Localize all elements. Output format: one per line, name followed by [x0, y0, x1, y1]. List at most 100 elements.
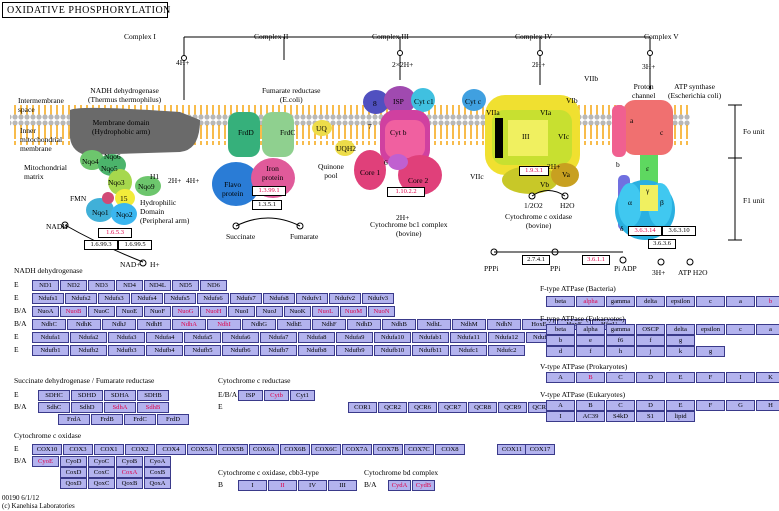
gene-box[interactable]: OSCP [636, 324, 665, 335]
gene-box[interactable]: Ndufb8 [298, 345, 335, 356]
gene-box[interactable]: b [756, 296, 779, 307]
gene-box[interactable]: NdhE [277, 319, 311, 330]
gene-box[interactable]: Ndufv1 [296, 293, 328, 304]
gene-box[interactable]: QCR8 [468, 402, 497, 413]
ec-box[interactable]: 1.3.5.1 [252, 200, 282, 210]
gene-box[interactable]: QCR6 [408, 402, 437, 413]
ec-box[interactable]: 1.3.99.1 [252, 186, 286, 196]
gene-box[interactable]: NdhL [417, 319, 451, 330]
gene-box[interactable]: Ndufa5 [184, 332, 221, 343]
gene-box[interactable]: NuoA [32, 306, 59, 317]
gene-box[interactable]: COX8 [435, 444, 465, 455]
gene-box[interactable]: Cyt1 [290, 390, 315, 401]
gene-box[interactable]: ND5 [172, 280, 199, 291]
gene-box[interactable]: QCR2 [378, 402, 407, 413]
gene-box[interactable]: A [546, 400, 575, 411]
gene-box[interactable]: C [606, 400, 635, 411]
gene-box[interactable]: D [636, 372, 665, 383]
gene-box[interactable]: Ndufs7 [230, 293, 262, 304]
gene-box[interactable]: NdhB [382, 319, 416, 330]
gene-box[interactable]: Ndufs5 [164, 293, 196, 304]
gene-box[interactable]: CyoE [32, 456, 59, 467]
gene-box[interactable]: alpha [576, 296, 605, 307]
gene-box[interactable]: CoxB [144, 467, 171, 478]
ec-box[interactable]: 3.6.1.1 [582, 255, 610, 265]
gene-box[interactable]: COR1 [348, 402, 377, 413]
gene-box[interactable]: FrdA [58, 414, 90, 425]
ec-box[interactable]: 1.6.5.3 [98, 228, 132, 238]
gene-box[interactable]: AC39 [576, 411, 605, 422]
gene-box[interactable]: CoxA [116, 467, 143, 478]
gene-box[interactable]: B [576, 400, 605, 411]
gene-box[interactable]: b [546, 335, 575, 346]
gene-box[interactable]: g [666, 335, 695, 346]
gene-box[interactable]: COX10 [32, 444, 62, 455]
gene-box[interactable]: QCR9 [498, 402, 527, 413]
gene-box[interactable]: Ndufs6 [197, 293, 229, 304]
gene-box[interactable]: lipid [666, 411, 695, 422]
gene-box[interactable]: Ndufab1 [412, 332, 449, 343]
gene-box[interactable]: CoxC [88, 467, 115, 478]
gene-box[interactable]: Ndufb2 [70, 345, 107, 356]
gene-box[interactable]: delta [666, 324, 695, 335]
gene-box[interactable]: COX7A [342, 444, 372, 455]
gene-box[interactable]: Ndufa2 [70, 332, 107, 343]
gene-box[interactable]: FrdC [124, 414, 156, 425]
gene-box[interactable]: gamma [606, 296, 635, 307]
ec-box[interactable]: 3.6.3.6 [648, 239, 676, 249]
gene-box[interactable]: IV [298, 480, 327, 491]
gene-box[interactable]: delta [636, 296, 665, 307]
gene-box[interactable]: III [328, 480, 357, 491]
gene-box[interactable]: Ndufa9 [336, 332, 373, 343]
gene-box[interactable]: COX6C [311, 444, 341, 455]
gene-box[interactable]: NuoF [144, 306, 171, 317]
gene-box[interactable]: CyoA [144, 456, 171, 467]
gene-box[interactable]: NuoG [172, 306, 199, 317]
gene-box[interactable]: NdhD [347, 319, 381, 330]
gene-box[interactable]: SdhC [38, 402, 70, 413]
gene-box[interactable]: beta [546, 324, 575, 335]
gene-box[interactable]: CyoD [60, 456, 87, 467]
gene-box[interactable]: NdhF [312, 319, 346, 330]
gene-box[interactable]: F [696, 372, 725, 383]
gene-box[interactable]: d [546, 346, 575, 357]
gene-box[interactable]: Ndufb3 [108, 345, 145, 356]
gene-box[interactable]: SDHA [104, 390, 136, 401]
gene-box[interactable]: NuoM [340, 306, 367, 317]
gene-box[interactable]: NdhH [137, 319, 171, 330]
gene-box[interactable]: Ndufa1 [32, 332, 69, 343]
gene-box[interactable]: Ndufv2 [329, 293, 361, 304]
gene-box[interactable]: NdhI [207, 319, 241, 330]
gene-box[interactable]: NdhC [32, 319, 66, 330]
gene-box[interactable]: h [606, 346, 635, 357]
gene-box[interactable]: SDHC [38, 390, 70, 401]
gene-box[interactable]: COX7C [404, 444, 434, 455]
gene-box[interactable]: Cytb [264, 390, 289, 401]
gene-box[interactable]: alpha [576, 324, 605, 335]
gene-box[interactable]: II [268, 480, 297, 491]
gene-box[interactable]: Ndufa10 [374, 332, 411, 343]
gene-box[interactable]: F [696, 400, 725, 411]
gene-box[interactable]: COX6A [249, 444, 279, 455]
gene-box[interactable]: Ndufb4 [146, 345, 183, 356]
gene-box[interactable]: NuoH [200, 306, 227, 317]
gene-box[interactable]: Ndufb10 [374, 345, 411, 356]
gene-box[interactable]: S1 [636, 411, 665, 422]
gene-box[interactable]: I [726, 372, 755, 383]
gene-box[interactable]: Ndufs3 [98, 293, 130, 304]
gene-box[interactable]: G [726, 400, 755, 411]
gene-box[interactable]: Ndufs1 [32, 293, 64, 304]
ec-box[interactable]: 1.6.99.3 [84, 240, 118, 250]
gene-box[interactable]: NuoN [368, 306, 395, 317]
gene-box[interactable]: NuoC [88, 306, 115, 317]
gene-box[interactable]: B [576, 372, 605, 383]
gene-box[interactable]: a [726, 296, 755, 307]
gene-box[interactable]: NdhJ [102, 319, 136, 330]
gene-box[interactable]: f [636, 335, 665, 346]
gene-box[interactable]: H [756, 400, 779, 411]
gene-box[interactable]: Ndufa8 [298, 332, 335, 343]
gene-box[interactable]: CyoB [116, 456, 143, 467]
gene-box[interactable]: c [696, 296, 725, 307]
gene-box[interactable]: NdhM [452, 319, 486, 330]
gene-box[interactable]: Ndufa6 [222, 332, 259, 343]
